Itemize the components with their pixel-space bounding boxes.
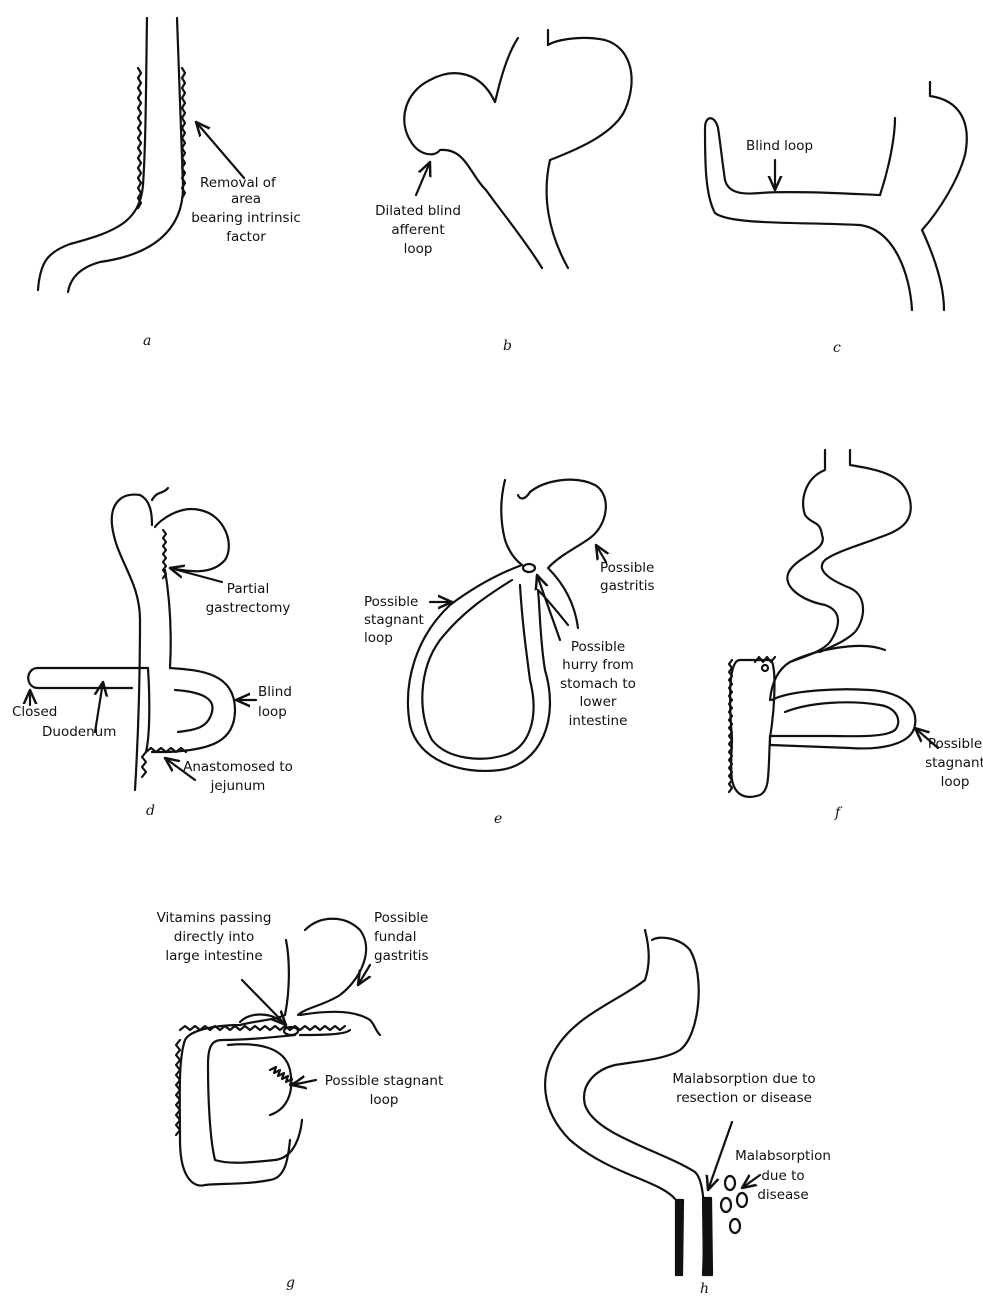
panel-d-label-gastrectomy: gastrectomy xyxy=(206,600,291,616)
panel-e-label-hurry-2: hurry from xyxy=(562,657,634,673)
panel-d-label-partial: Partial xyxy=(227,581,269,597)
panel-e-label-hurry-5: intestine xyxy=(569,713,628,729)
panel-h-letter: h xyxy=(700,1281,709,1297)
panel-d-label-duodenum: Duodenum xyxy=(42,724,116,740)
panel-e-label-gastritis-1: Possible xyxy=(600,560,654,576)
panel-h-arrow-resection xyxy=(708,1122,732,1190)
panel-d-label-jejunum: jejunum xyxy=(210,778,266,794)
panel-f-stoma xyxy=(762,665,768,671)
panel-c: Blind loop c xyxy=(705,82,967,356)
panel-f-label-1: Possible xyxy=(928,736,982,752)
panel-f-label-2: stagnant xyxy=(925,755,983,771)
panel-h-label-disease-1: Malabsorption xyxy=(735,1148,831,1164)
panel-c-label: Blind loop xyxy=(746,138,813,154)
panel-b-label-line1: Dilated blind xyxy=(375,203,461,219)
panel-e-stoma xyxy=(523,564,535,572)
panel-e-label-stagnant-1: Possible xyxy=(364,594,418,610)
panel-e-label-hurry-1: Possible xyxy=(571,639,625,655)
panel-d-letter: d xyxy=(146,803,155,819)
panel-g-label-fundal-2: fundal xyxy=(374,929,416,945)
panel-a-letter: a xyxy=(143,333,151,349)
panel-e-label-stagnant-2: stagnant xyxy=(364,612,424,628)
panel-g-label-vitamins-1: Vitamins passing xyxy=(157,910,272,926)
panel-h-bowel-wall-right xyxy=(703,1198,712,1275)
panel-d: Partial gastrectomy Blind loop Closed Du… xyxy=(12,488,293,819)
panel-a-label-line3: bearing intrinsic xyxy=(191,210,301,226)
panel-d-arrow-partial xyxy=(170,568,222,582)
panel-d-label-closed: Closed xyxy=(12,704,57,720)
panel-a: Removal of area bearing intrinsic factor… xyxy=(38,18,301,349)
panel-e-label-stagnant-3: loop xyxy=(364,630,393,646)
panel-g-label-fundal-1: Possible xyxy=(374,910,428,926)
panel-e-label-hurry-3: stomach to xyxy=(560,676,636,692)
panel-h-bowel-wall-left xyxy=(676,1200,683,1275)
panel-d-drawing xyxy=(28,488,235,790)
panel-e: Possible gastritis Possible stagnant loo… xyxy=(364,480,655,827)
panel-e-label-hurry-4: lower xyxy=(580,694,617,710)
panel-g-label-fundal-3: gastritis xyxy=(374,948,429,964)
panel-h-lesion-4 xyxy=(730,1219,740,1233)
panel-c-drawing xyxy=(705,82,967,310)
panel-h-lesion-3 xyxy=(737,1193,747,1207)
panel-d-label-anastomosed: Anastomosed to xyxy=(183,759,293,775)
panel-e-label-gastritis-2: gastritis xyxy=(600,578,655,594)
panel-b-label-line2: afferent xyxy=(391,222,444,238)
panel-h-lesion-2 xyxy=(721,1198,731,1212)
panel-e-letter: e xyxy=(494,811,502,827)
panel-b-arrow xyxy=(416,162,430,195)
panel-h-label-disease-3: disease xyxy=(757,1187,808,1203)
panel-d-label-loop: loop xyxy=(258,704,287,720)
panel-h-lesion-1 xyxy=(725,1176,735,1190)
panel-a-label-line4: factor xyxy=(226,229,266,245)
panel-b: Dilated blind afferent loop b xyxy=(375,30,632,354)
panel-h-label-disease-2: due to xyxy=(761,1168,804,1184)
panel-g-arrow-vitamins xyxy=(242,980,286,1025)
panel-g: Vitamins passing directly into large int… xyxy=(157,910,444,1291)
panel-f-label-3: loop xyxy=(941,774,970,790)
panel-h-label-resection-1: Malabsorption due to xyxy=(672,1071,815,1087)
panel-f-letter: f xyxy=(834,805,843,821)
panel-d-label-blind: Blind xyxy=(258,684,292,700)
panel-g-arrow-gastritis xyxy=(358,965,370,985)
panel-g-label-stagnant-2: loop xyxy=(370,1092,399,1108)
panel-h: Malabsorption due to resection or diseas… xyxy=(545,930,831,1297)
panel-g-label-vitamins-3: large intestine xyxy=(165,948,262,964)
panel-g-label-vitamins-2: directly into xyxy=(174,929,255,945)
panel-a-label-line2: area xyxy=(231,191,261,207)
panel-f: Possible stagnant loop f xyxy=(729,450,983,821)
panel-g-label-stagnant-1: Possible stagnant xyxy=(325,1073,444,1089)
panel-c-letter: c xyxy=(833,340,841,356)
panel-h-label-resection-2: resection or disease xyxy=(676,1090,812,1106)
panel-f-drawing xyxy=(729,450,915,797)
panel-b-label-line3: loop xyxy=(404,241,433,257)
panel-b-letter: b xyxy=(503,338,512,354)
panel-a-arrow xyxy=(196,122,244,178)
panel-a-drawing xyxy=(38,18,185,292)
panel-g-letter: g xyxy=(286,1275,295,1291)
panel-a-label-line1: Removal of xyxy=(200,175,277,191)
